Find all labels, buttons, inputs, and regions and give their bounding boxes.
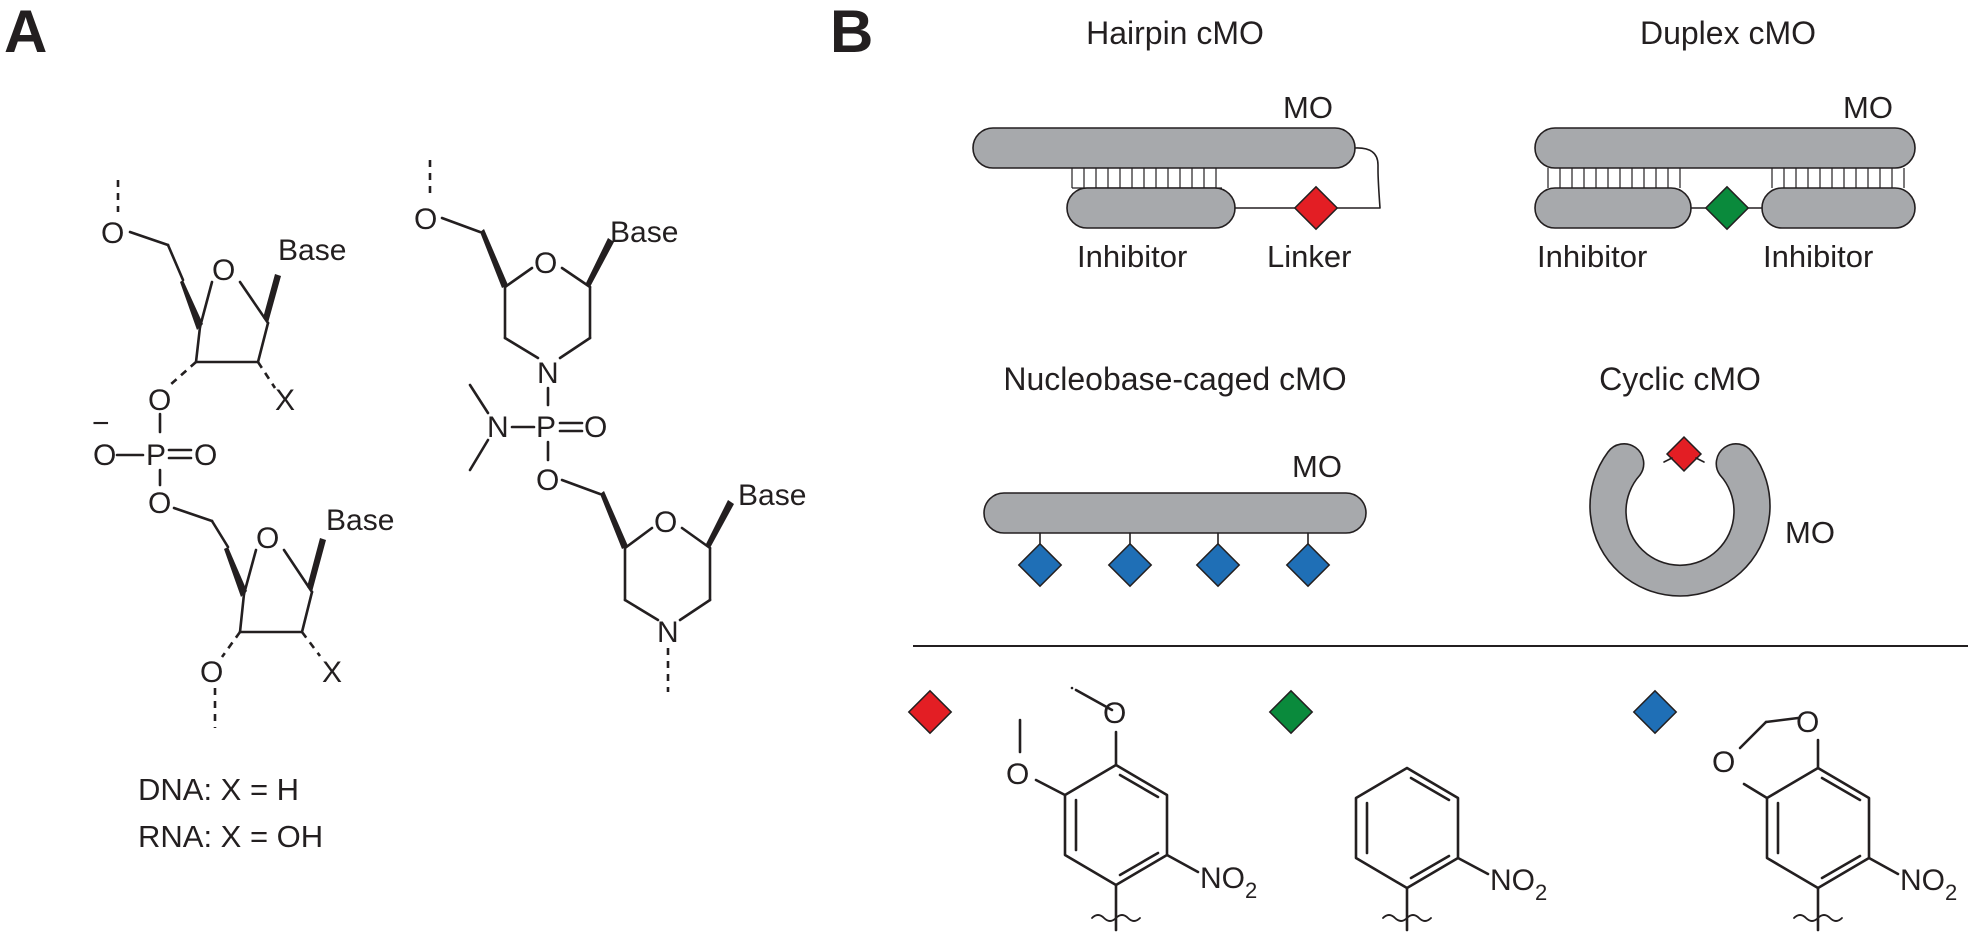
legend-green-nitrobenzyl: NO2 — [1268, 689, 1547, 932]
nucleobase-mo-label: MO — [1292, 449, 1342, 484]
legend-blue-o-left: O — [1712, 746, 1735, 779]
dna-definition: DNA: X = H — [138, 772, 299, 807]
atom-o-3prime-2: O — [200, 656, 223, 689]
legend-blue-diamond — [1632, 689, 1678, 735]
nucleobase-caged-cmo-diagram: Nucleobase-caged cMO MO — [983, 361, 1367, 588]
panel-b-label: B — [830, 0, 873, 65]
duplex-inhibitor-left-strand — [1534, 187, 1692, 229]
rna-definition: RNA: X = OH — [138, 819, 323, 854]
atom-o-ring-1: O — [212, 254, 235, 287]
nucleobase-mo-strand — [983, 492, 1367, 534]
x-label-1: X — [275, 384, 295, 417]
hairpin-title: Hairpin cMO — [1086, 15, 1264, 51]
hairpin-mo-strand — [972, 127, 1356, 169]
legend-blue-no2: NO2 — [1900, 864, 1957, 905]
atom-p-morph: P — [536, 411, 556, 444]
duplex-inhibitor-left-label: Inhibitor — [1537, 239, 1647, 274]
legend-blue-o-top: O — [1796, 706, 1819, 739]
hairpin-red-linker-diamond — [1293, 185, 1339, 231]
morpholino-structure: O O Base N P O N O O Base N — [414, 160, 806, 692]
hairpin-linker-label: Linker — [1267, 239, 1351, 274]
cyclic-cmo-diagram: Cyclic cMO MO — [1589, 361, 1835, 597]
legend-green-no2: NO2 — [1490, 864, 1547, 905]
legend-green-diamond — [1268, 689, 1314, 735]
legend-red-nitroveratryl: O O NO2 — [907, 686, 1257, 932]
atom-o-morph-double: O — [584, 411, 607, 444]
base-label-morph-2: Base — [738, 479, 806, 512]
cyclic-mo-label: MO — [1785, 515, 1835, 550]
atom-o-morph-top: O — [414, 203, 437, 236]
atom-n-dimethyl: N — [487, 411, 509, 444]
minus-sign: − — [92, 407, 110, 440]
atom-o-minus: O — [93, 439, 116, 472]
duplex-base-pairs-right — [1771, 168, 1905, 188]
nucleobase-blue-cage-4 — [1285, 542, 1331, 588]
atom-o-morph-link: O — [536, 464, 559, 497]
duplex-base-pairs-left — [1547, 168, 1681, 188]
hairpin-cmo-diagram: Hairpin cMO MO Inhibitor Linker — [972, 15, 1381, 274]
cyclic-red-linker-diamond — [1665, 435, 1703, 473]
cyclic-title: Cyclic cMO — [1599, 361, 1761, 397]
atom-o-morph-ring-2: O — [654, 506, 677, 539]
legend-red-diamond — [907, 689, 953, 735]
atom-o-5prime-2: O — [148, 487, 171, 520]
legend-red-o-left: O — [1006, 758, 1029, 791]
nucleobase-blue-cage-3 — [1195, 542, 1241, 588]
hairpin-mo-label: MO — [1283, 90, 1333, 125]
hairpin-inhibitor-label: Inhibitor — [1077, 239, 1187, 274]
atom-n-morph-1: N — [537, 357, 559, 390]
x-label-2: X — [322, 656, 342, 689]
atom-p-1: P — [146, 439, 166, 472]
base-label-2: Base — [326, 504, 394, 537]
atom-o-5prime: O — [101, 217, 124, 250]
hairpin-inhibitor-strand — [1066, 187, 1236, 229]
atom-o-morph-ring-1: O — [534, 247, 557, 280]
duplex-inhibitor-right-strand — [1761, 187, 1916, 229]
nucleic-acid-structure: O O Base X O − O P O O O — [92, 180, 394, 728]
cyclic-mo-ring — [1589, 443, 1771, 597]
duplex-mo-label: MO — [1843, 90, 1893, 125]
atom-o-3prime-1: O — [148, 384, 171, 417]
atom-n-morph-2: N — [657, 616, 679, 649]
nucleobase-blue-cage-1 — [1017, 542, 1063, 588]
atom-o-double: O — [194, 439, 217, 472]
legend-red-o-top: O — [1103, 697, 1126, 730]
legend-red-no2: NO2 — [1200, 862, 1257, 903]
duplex-mo-strand — [1534, 127, 1916, 169]
duplex-title: Duplex cMO — [1640, 15, 1816, 51]
hairpin-base-pairs — [1071, 168, 1222, 189]
nucleobase-title: Nucleobase-caged cMO — [1003, 361, 1346, 397]
base-label-1: Base — [278, 234, 346, 267]
legend-blue-nitropiperonyl: O O NO2 — [1632, 689, 1957, 932]
duplex-inhibitor-right-label: Inhibitor — [1763, 239, 1873, 274]
panel-a-label: A — [4, 0, 47, 65]
nucleobase-blue-cage-2 — [1107, 542, 1153, 588]
duplex-cmo-diagram: Duplex cMO MO Inhibitor Inhibitor — [1534, 15, 1916, 274]
base-label-morph-1: Base — [610, 216, 678, 249]
atom-o-ring-2: O — [256, 522, 279, 555]
duplex-green-linker-diamond — [1704, 185, 1750, 231]
